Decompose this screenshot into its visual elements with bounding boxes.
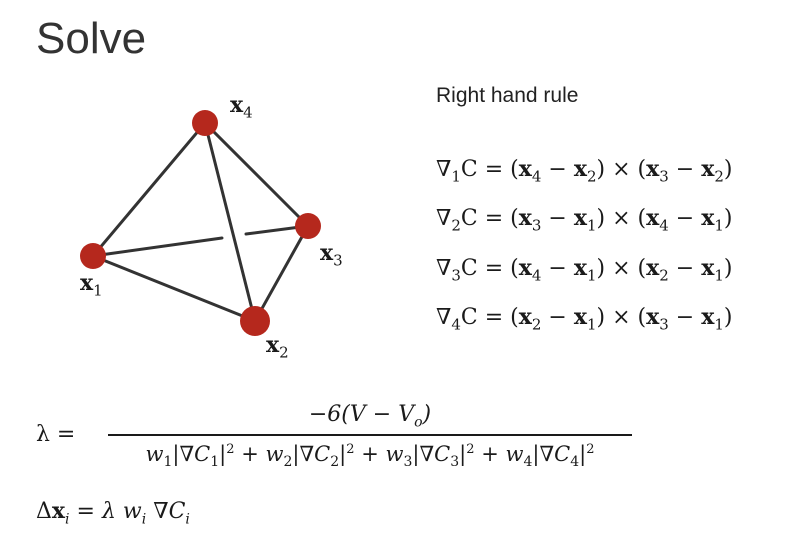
gradient-equation-4: ∇4C = (x2 − x1) × (x3 − x1) [436,304,733,334]
edge-x1-x3-left [91,236,224,258]
vertex-label-x1: x1 [80,270,103,300]
gradient-equation-1: ∇1C = (x4 − x2) × (x3 − x2) [436,156,733,186]
gradient-equation-2: ∇2C = (x3 − x1) × (x4 − x1) [436,205,733,235]
slide-title: Solve [36,14,147,63]
vertex-label-x2: x2 [266,332,289,362]
edge-x4-x3 [203,121,310,228]
lambda-equation: λ = −6(V − Vo) w1|∇C1|2 + w2|∇C2|2 + w3|… [36,400,636,480]
edge-x1-x4 [91,121,207,258]
lambda-fraction: −6(V − Vo) w1|∇C1|2 + w2|∇C2|2 + w3|∇C3|… [108,400,632,470]
edge-x4-x2 [203,121,257,323]
right-hand-rule-label: Right hand rule [436,84,579,107]
vertex-label-x4: x4 [230,92,253,122]
edge-x1-x2 [91,254,257,323]
vertex-x3 [295,213,321,239]
vertex-x4 [192,110,218,136]
lambda-denominator: w1|∇C1|2 + w2|∇C2|2 + w3|∇C3|2 + w4|∇C4|… [145,442,595,471]
vertex-x1 [80,243,106,269]
lambda-lhs: λ = [36,422,76,447]
gradient-equation-3: ∇3C = (x4 − x1) × (x2 − x1) [436,255,733,285]
vertex-label-x3: x3 [320,240,343,270]
delta-x-equation: Δxi = λ wi ∇Ci [36,498,190,528]
lambda-numerator: −6(V − Vo) [308,402,432,431]
edge-x3-x2 [253,224,310,323]
vertex-x2 [240,306,270,336]
fraction-bar [108,434,632,436]
